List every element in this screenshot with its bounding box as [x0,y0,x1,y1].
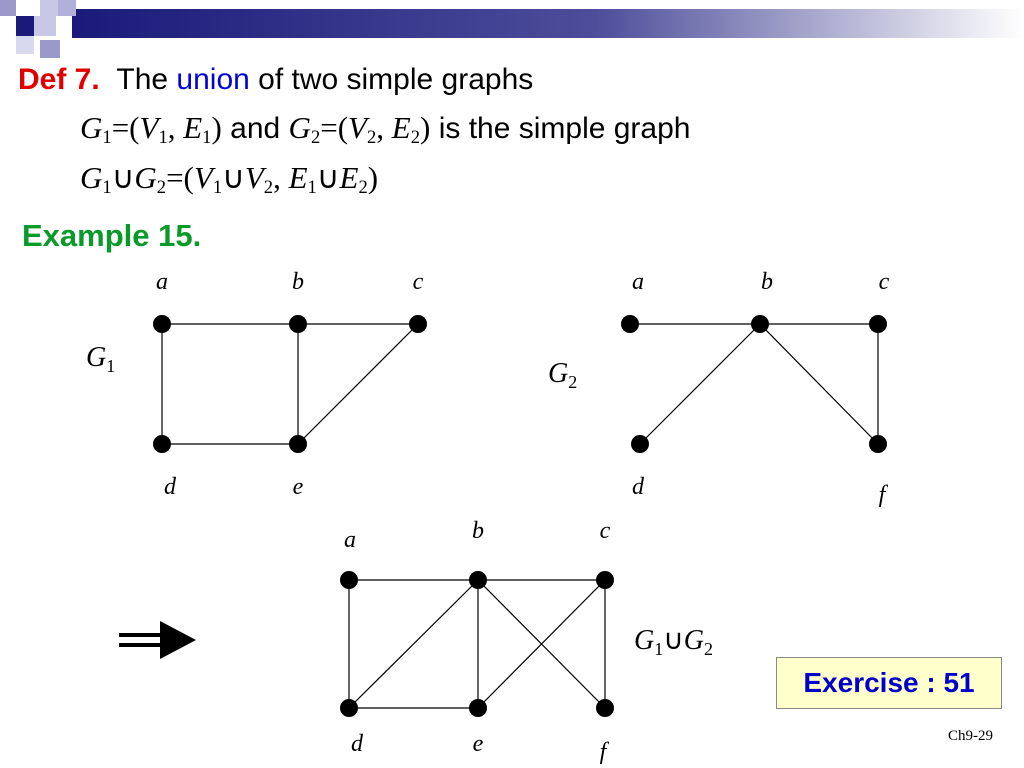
union-vertex-d [340,699,358,717]
g2-vertex-label-d: d [632,474,645,500]
definition-line-1: Def 7. The union of two simple graphs [18,62,533,98]
union-vertex-label-f: f [600,739,610,765]
union-vertex-f [596,699,614,717]
result-text: is the simple graph [438,112,691,145]
g1-formula: G1=(V1, E1) [80,110,222,149]
g1-vertex-a [153,315,171,333]
g2-vertex-label-c: c [879,269,890,295]
union-vertex-e [469,699,487,717]
definition-text-after: of two simple graphs [249,63,534,96]
g1-vertex-c [409,315,427,333]
definition-line-3: G1∪G2=(V1∪V2, E1∪E2) [80,160,378,199]
union-vertex-c [596,571,614,589]
g1-vertex-e [289,435,307,453]
implies-arrow-icon [119,621,196,659]
g2-vertex-d [631,435,649,453]
g2-vertex-label-f: f [879,482,889,508]
g2-edge-b-d [639,323,761,445]
g1-vertex-b [289,315,307,333]
g2-formula: G2=(V2, E2) [288,110,431,149]
definition-keyword: union [176,63,250,96]
g1-graph: a b c d e [153,269,427,500]
g2-vertex-label-a: a [632,269,644,295]
exercise-box: Exercise : 51 [776,657,1002,709]
union-name: G1∪G2 [634,625,713,659]
g1-vertex-label-d: d [164,474,177,500]
union-graph: a b c d e f [340,518,614,765]
union-vertex-label-d: d [351,731,364,757]
union-formula: G1∪G2=(V1∪V2, E1∪E2) [80,160,379,199]
example-title: Example 15. [22,218,202,253]
and-word: and [230,112,281,145]
union-vertex-label-b: b [472,518,484,544]
g2-vertex-f [869,435,887,453]
definition-line-2: G1=(V1, E1) and G2=(V2, E2) is the simpl… [80,110,690,149]
union-vertex-label-c: c [600,518,611,544]
union-vertex-a [340,571,358,589]
union-edge-c-e [477,579,606,709]
page-number: Ch9-29 [948,728,993,744]
g2-vertex-a [621,315,639,333]
g2-vertex-b [751,315,769,333]
definition-text-before: The [116,63,177,96]
g1-vertex-d [153,435,171,453]
g2-graph: a b c d f [621,269,890,508]
g1-vertex-label-b: b [292,269,304,295]
g1-vertex-label-c: c [413,269,424,295]
g1-vertex-label-a: a [156,269,168,295]
g2-vertex-c [869,315,887,333]
union-edge-b-d [348,579,479,709]
g2-vertex-label-b: b [761,269,773,295]
g2-name: G2 [548,358,577,392]
definition-label: Def 7. [18,63,100,96]
g1-edge-e-c [297,323,419,445]
g2-edge-b-f [759,323,879,445]
union-vertex-label-a: a [344,527,356,553]
g1-name: G1 [86,342,115,376]
union-vertex-label-e: e [473,731,484,757]
g1-vertex-label-e: e [293,474,304,500]
union-vertex-b [469,571,487,589]
header-decoration [0,0,1024,58]
